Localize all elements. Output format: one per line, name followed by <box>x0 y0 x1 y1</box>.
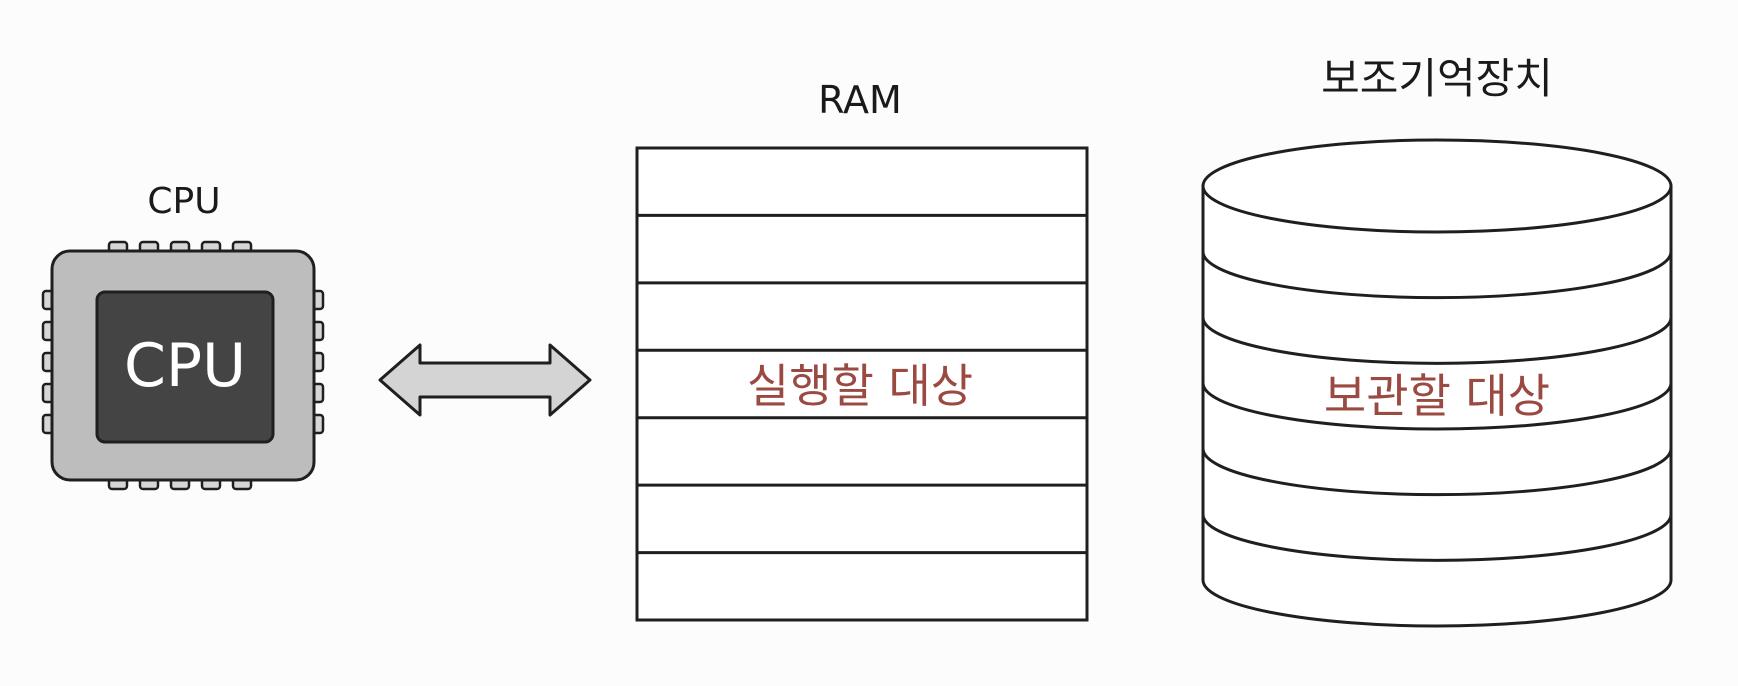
ram-rows <box>637 148 1087 620</box>
storage-component: 보조기억장치 보관할 대상 <box>1201 54 1673 628</box>
ram-row <box>637 350 1087 418</box>
ram-component: RAM 실행할 대상 <box>635 78 1089 622</box>
bidirectional-arrow-icon <box>378 343 592 417</box>
cpu-chip-icon: CPU <box>41 240 325 491</box>
storage-disk-top <box>1201 138 1673 234</box>
cpu-label: CPU <box>147 181 220 222</box>
storage-disk-stack <box>1201 138 1673 628</box>
ram-row <box>637 417 1087 486</box>
ram-row <box>637 215 1087 283</box>
cpu-chip-die <box>95 290 275 444</box>
cpu-chip-text: CPU <box>124 331 246 401</box>
ram-row <box>637 552 1087 620</box>
ram-frame <box>635 146 1089 622</box>
storage-highlight-text: 보관할 대상 <box>1324 369 1550 423</box>
cpu-component: CPU CPU <box>41 181 325 491</box>
ram-row <box>637 148 1087 216</box>
ram-label: RAM <box>818 78 902 122</box>
storage-label: 보조기억장치 <box>1321 54 1553 103</box>
ram-row <box>637 485 1087 553</box>
ram-row <box>637 282 1087 351</box>
ram-highlight-text: 실행할 대상 <box>747 359 973 413</box>
